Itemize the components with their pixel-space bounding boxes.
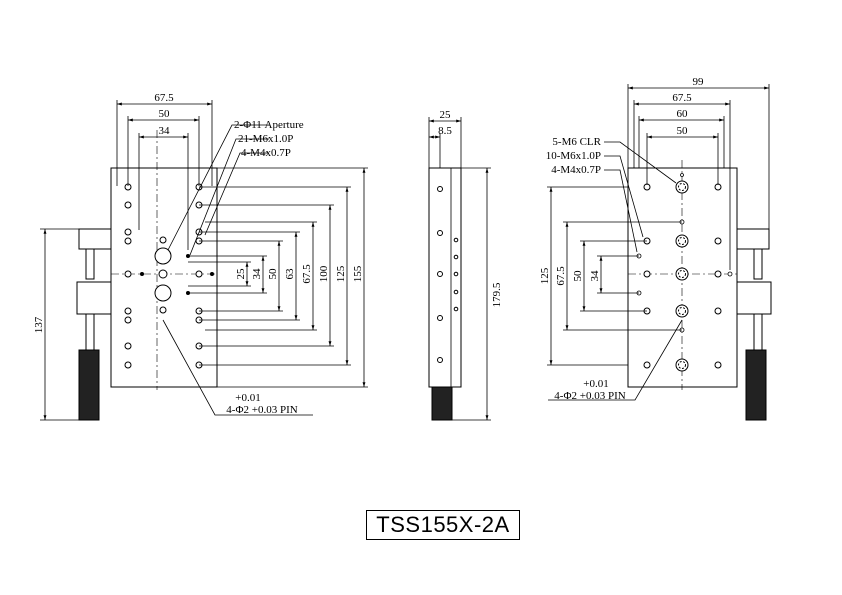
- right-dim-top-3: 50: [677, 125, 689, 137]
- right-dim-v-3: 34: [589, 270, 601, 282]
- right-clamp-block: [736, 281, 772, 315]
- right-pin-tol: +0.01: [583, 378, 608, 390]
- left-screw-shaft: [85, 313, 95, 351]
- left-shaft: [85, 248, 95, 280]
- left-dim-top-1: 50: [159, 108, 171, 120]
- left-dim-v-4: 67.5: [301, 264, 313, 284]
- side-dim-top-0: 25: [440, 109, 452, 121]
- right-callout-0: 5-M6 CLR: [552, 136, 601, 148]
- side-dim-top-1: 8.5: [438, 125, 452, 137]
- left-pin-tol: +0.01: [235, 392, 260, 404]
- left-callout-2: 4-M4x0.7P: [241, 147, 291, 159]
- right-plate-outline: [627, 167, 738, 388]
- right-callout-2: 4-M4x0.7P: [551, 164, 601, 176]
- right-bracket: [736, 228, 770, 250]
- side-body: [428, 167, 462, 388]
- side-view: 25 8.5 179.5: [428, 109, 503, 421]
- right-view: 99 67.5 60 50 5-M6 CLR 10-M6x1.0P 4-M4x0…: [539, 76, 772, 421]
- title-box: TSS155X-2A: [366, 510, 520, 540]
- right-pin-label: 4-Φ2 +0.03 PIN: [554, 390, 625, 402]
- right-knob: [745, 349, 767, 421]
- right-dim-top-0: 99: [693, 76, 705, 88]
- right-dim-v-0: 125: [539, 267, 551, 284]
- left-dim-v-2: 50: [267, 268, 279, 280]
- left-dim-v-0: 25: [235, 268, 247, 280]
- left-knob: [78, 349, 100, 421]
- right-shaft: [753, 248, 763, 280]
- right-dim-top-2: 60: [677, 108, 689, 120]
- side-knob: [431, 386, 453, 421]
- left-dim-v-1: 34: [251, 268, 263, 280]
- aperture-upper: [154, 247, 172, 265]
- left-callout-1: 21-M6x1.0P: [238, 133, 293, 145]
- left-callout-0: 2-Φ11 Aperture: [234, 119, 304, 131]
- left-dim-v-3: 63: [284, 268, 296, 280]
- left-dim-v-7: 155: [352, 265, 364, 282]
- right-callout-1: 10-M6x1.0P: [546, 150, 601, 162]
- aperture-lower: [154, 284, 172, 302]
- left-plate-outline: [110, 167, 218, 388]
- right-screw-shaft: [753, 313, 763, 351]
- left-dim-top-0: 67.5: [154, 92, 174, 104]
- right-dim-v-1: 67.5: [555, 266, 567, 286]
- left-bracket: [78, 228, 112, 250]
- side-dim-height: 179.5: [491, 282, 503, 307]
- left-view: 67.5 50 34 2-Φ11 Aperture 21-M6x1.0P 4-M…: [33, 92, 368, 421]
- right-clr-holes: [675, 180, 689, 372]
- left-pin-label: 4-Φ2 +0.03 PIN: [226, 404, 297, 416]
- drawing-title: TSS155X-2A: [376, 512, 510, 537]
- left-clamp-block: [76, 281, 112, 315]
- right-dim-v-2: 50: [572, 270, 584, 282]
- right-dim-top-1: 67.5: [672, 92, 692, 104]
- left-dim-v-5: 100: [318, 265, 330, 282]
- left-dim-height: 137: [33, 316, 45, 333]
- left-dim-v-6: 125: [335, 265, 347, 282]
- left-dim-top-2: 34: [159, 125, 171, 137]
